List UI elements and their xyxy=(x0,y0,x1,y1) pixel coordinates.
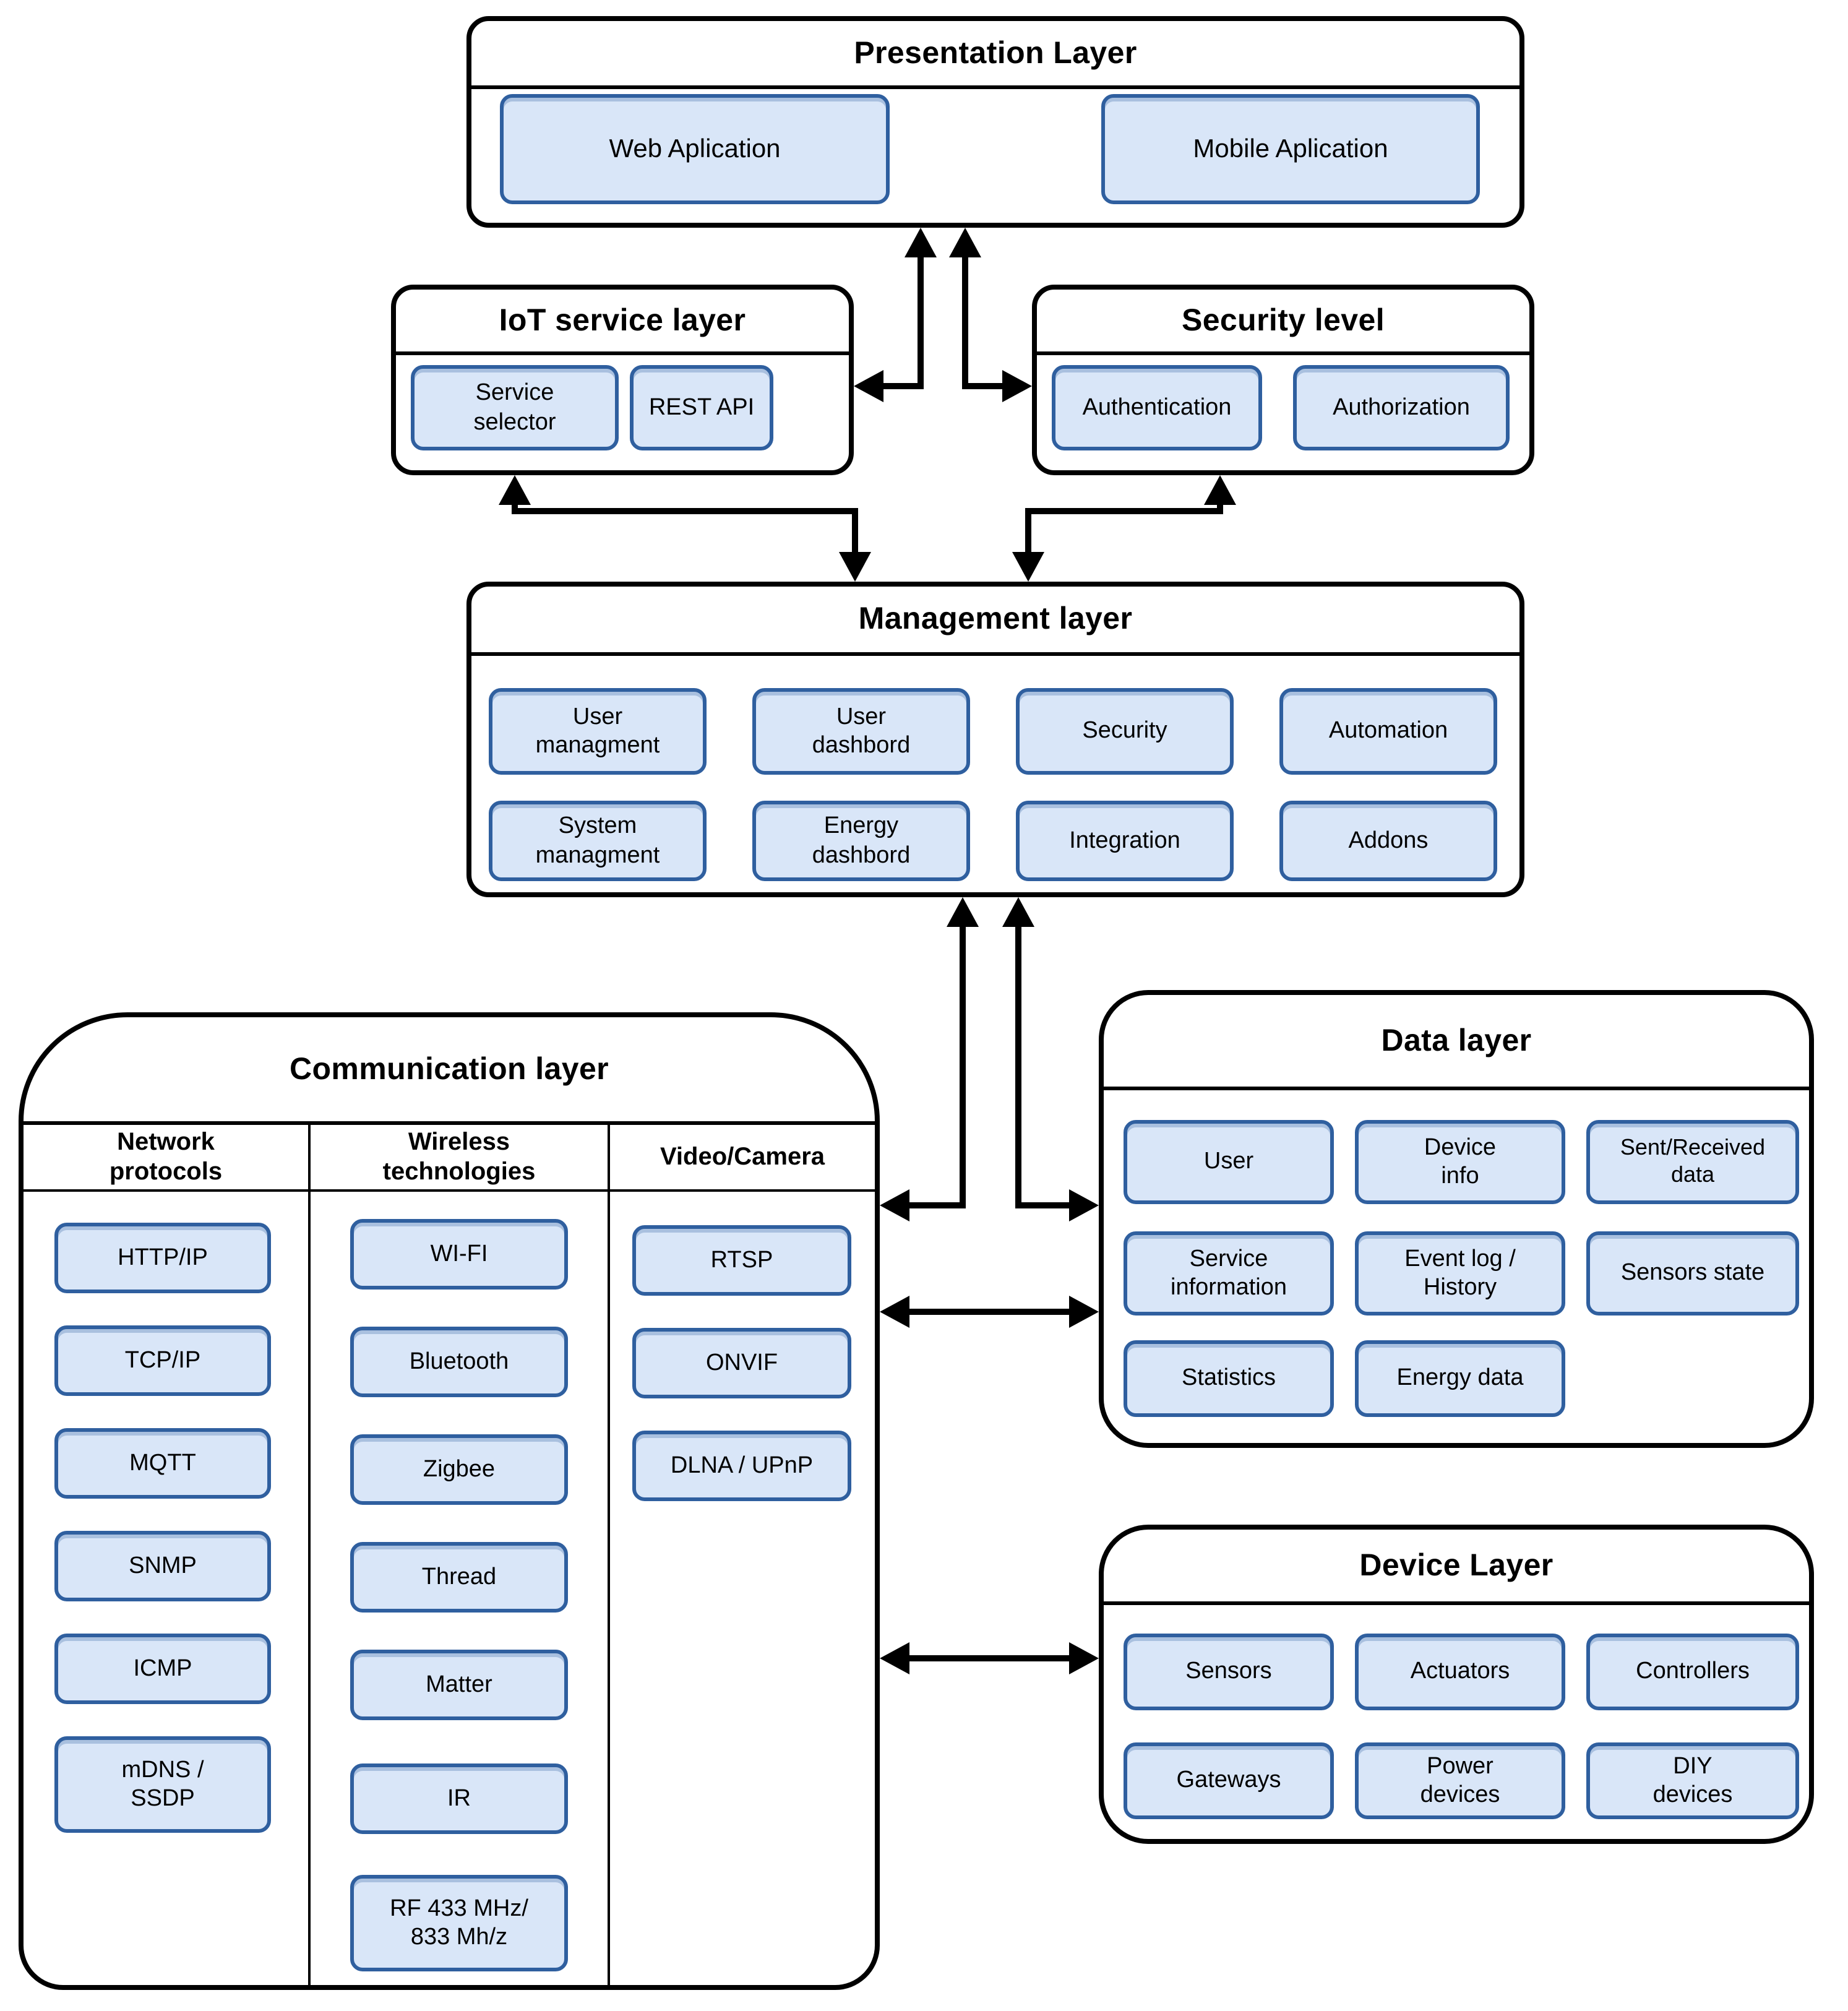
node-actuators: Actuators xyxy=(1355,1634,1565,1710)
arrow-iot-management xyxy=(499,475,871,582)
arrow-management-data xyxy=(1002,897,1099,1221)
node-integration: Integration xyxy=(1016,801,1234,881)
presentation-layer: Presentation Layer Web Aplication Mobile… xyxy=(466,16,1524,228)
node-rest-api: REST API xyxy=(630,365,773,450)
arrow-presentation-security xyxy=(949,228,1032,402)
node-matter: Matter xyxy=(350,1650,568,1720)
node-controllers: Controllers xyxy=(1586,1634,1799,1710)
node-mobile-aplication: Mobile Aplication xyxy=(1101,94,1480,204)
iot-service-layer: IoT service layer Service selector REST … xyxy=(391,285,854,475)
node-statistics: Statistics xyxy=(1124,1340,1334,1417)
node-automation: Automation xyxy=(1279,688,1497,775)
comm-col-header-network-protocols: Network protocols xyxy=(109,1129,223,1186)
node-zigbee: Zigbee xyxy=(350,1434,568,1505)
arrow-presentation-iot xyxy=(854,228,937,402)
node-rf-433: RF 433 MHz/ 833 Mh/z xyxy=(350,1875,568,1971)
node-onvif: ONVIF xyxy=(632,1328,851,1398)
node-system-managment: System managment xyxy=(489,801,707,881)
node-service-information: Service information xyxy=(1124,1231,1334,1316)
node-security: Security xyxy=(1016,688,1234,775)
node-http-ip: HTTP/IP xyxy=(54,1223,271,1293)
data-layer: Data layer User Device info Sent/Receive… xyxy=(1099,990,1814,1448)
node-dlna-upnp: DLNA / UPnP xyxy=(632,1431,851,1501)
node-authentication: Authentication xyxy=(1052,365,1262,450)
node-mqtt: MQTT xyxy=(54,1428,271,1499)
iot-service-layer-title: IoT service layer xyxy=(396,290,849,355)
node-wifi: WI-FI xyxy=(350,1219,568,1290)
node-power-devices: Power devices xyxy=(1355,1742,1565,1819)
data-layer-title: Data layer xyxy=(1104,995,1809,1090)
node-energy-dashbord: Energy dashbord xyxy=(752,801,970,881)
comm-divider-1 xyxy=(308,1125,311,1985)
comm-col-header-video-camera: Video/Camera xyxy=(660,1143,825,1171)
node-event-log-history: Event log / History xyxy=(1355,1231,1565,1316)
node-sensors: Sensors xyxy=(1124,1634,1334,1710)
communication-layer-title: Communication layer xyxy=(24,1017,875,1125)
comm-header-underline xyxy=(24,1189,875,1192)
node-snmp: SNMP xyxy=(54,1531,271,1601)
comm-col-header-wireless-technologies: Wireless technologies xyxy=(382,1129,536,1186)
node-sent-received-data: Sent/Received data xyxy=(1586,1120,1799,1204)
node-diy-devices: DIY devices xyxy=(1586,1742,1799,1819)
node-energy-data: Energy data xyxy=(1355,1340,1565,1417)
node-user-managment: User managment xyxy=(489,688,707,775)
device-layer-title: Device Layer xyxy=(1104,1530,1809,1605)
node-ir: IR xyxy=(350,1763,568,1834)
arrow-communication-data xyxy=(880,1296,1099,1328)
node-user: User xyxy=(1124,1120,1334,1204)
node-tcp-ip: TCP/IP xyxy=(54,1325,271,1396)
node-addons: Addons xyxy=(1279,801,1497,881)
comm-divider-2 xyxy=(608,1125,610,1985)
node-user-dashbord: User dashbord xyxy=(752,688,970,775)
node-thread: Thread xyxy=(350,1542,568,1613)
security-level-layer: Security level Authentication Authorizat… xyxy=(1032,285,1534,475)
node-service-selector: Service selector xyxy=(411,365,619,450)
node-rtsp: RTSP xyxy=(632,1225,851,1296)
node-web-aplication: Web Aplication xyxy=(500,94,890,204)
management-layer: Management layer User managment User das… xyxy=(466,582,1524,897)
presentation-layer-title: Presentation Layer xyxy=(471,21,1519,89)
node-icmp: ICMP xyxy=(54,1634,271,1704)
node-sensors-state: Sensors state xyxy=(1586,1231,1799,1316)
arrow-management-communication xyxy=(880,897,979,1221)
security-level-title: Security level xyxy=(1037,290,1529,355)
management-layer-title: Management layer xyxy=(471,587,1519,656)
node-device-info: Device info xyxy=(1355,1120,1565,1204)
node-gateways: Gateways xyxy=(1124,1742,1334,1819)
communication-layer: Communication layer Network protocols Wi… xyxy=(19,1012,880,1990)
node-bluetooth: Bluetooth xyxy=(350,1327,568,1397)
arrow-security-management xyxy=(1012,475,1236,582)
device-layer: Device Layer Sensors Actuators Controlle… xyxy=(1099,1525,1814,1844)
node-mdns-ssdp: mDNS / SSDP xyxy=(54,1736,271,1833)
arrow-communication-device xyxy=(880,1642,1099,1674)
node-authorization: Authorization xyxy=(1293,365,1510,450)
